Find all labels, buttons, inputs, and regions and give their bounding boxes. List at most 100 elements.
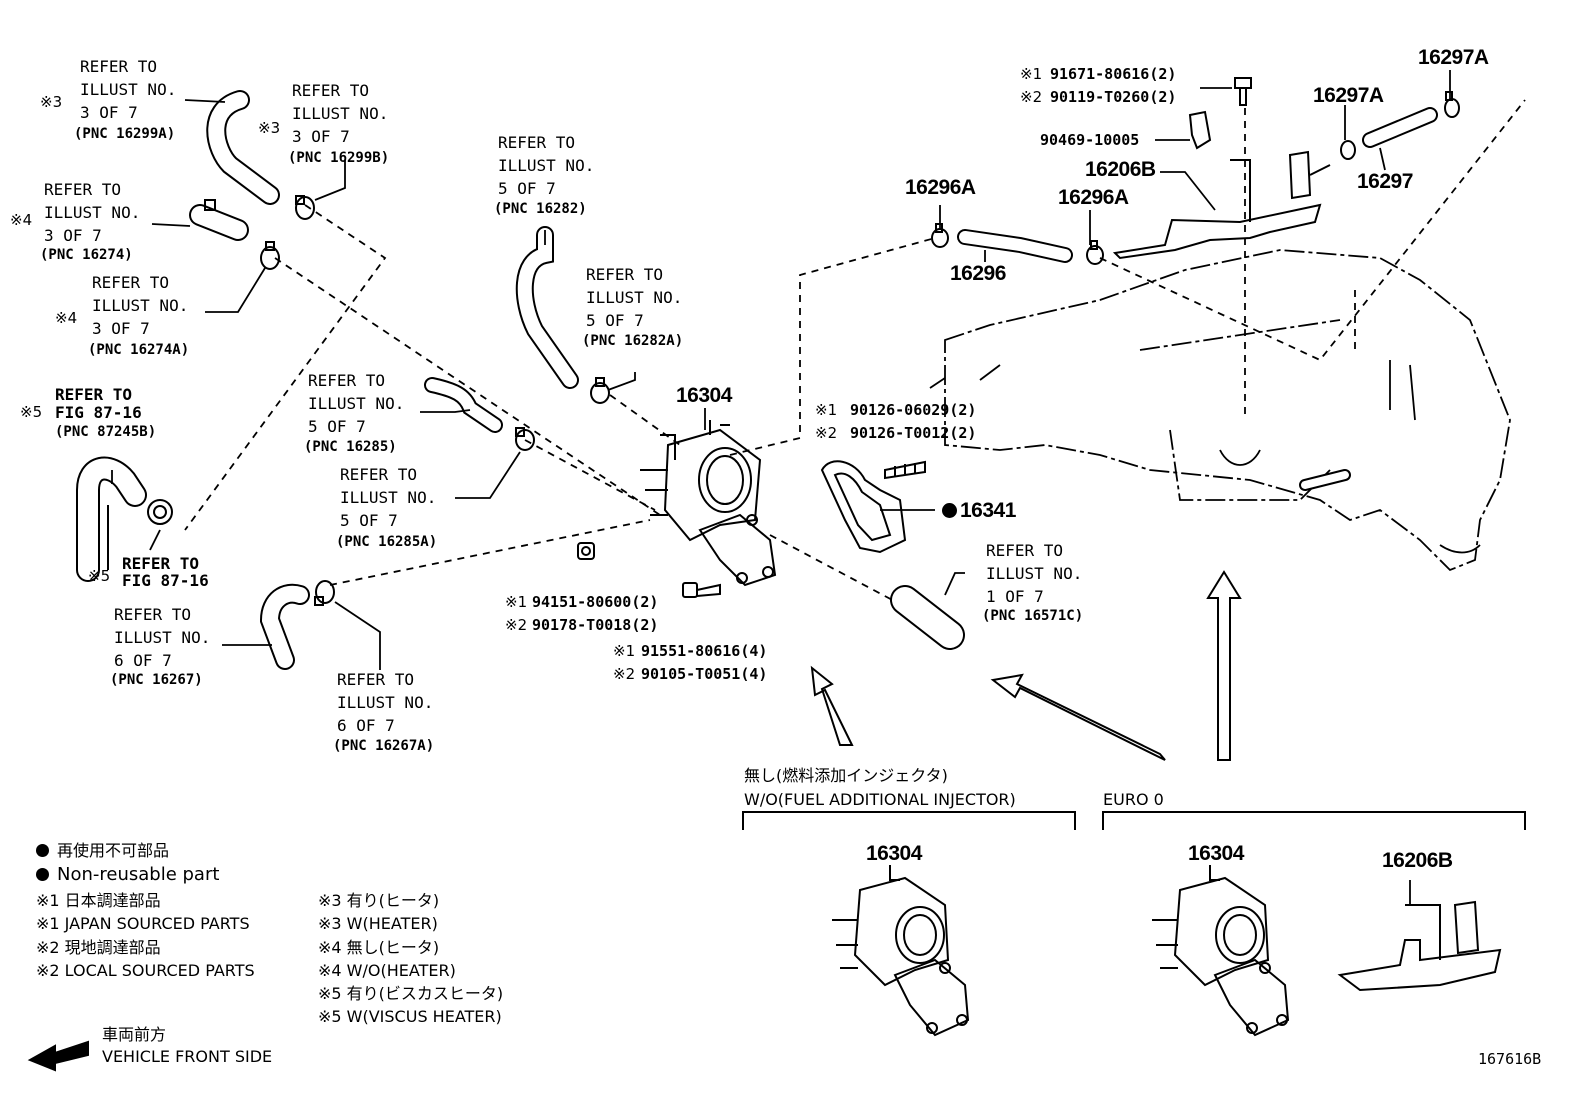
ref-16571C-pnc: (PNC 16571C) (982, 608, 1084, 624)
inset-wo-injector-jp: 無し(燃料添加インジェクタ) (744, 766, 948, 785)
legend-right-1: ※3 W(HEATER) (318, 914, 438, 933)
legend-front-jp: 車両前方 (102, 1025, 167, 1044)
clamp-16267A-shape (314, 580, 335, 606)
hose-16296-shape (957, 229, 1073, 263)
hose-16267-shape (259, 583, 310, 670)
non-reusable-bullet-icon (36, 844, 49, 857)
ref-16299B-pnc: (PNC 16299B) (288, 150, 390, 166)
ref-16267-line2: ILLUST NO. (114, 628, 211, 647)
inset-part-16206B: 16206B (1382, 849, 1453, 872)
hose-87245B-shape (76, 456, 147, 582)
bolt-top-shape (1234, 77, 1252, 106)
ref-16282-line2: ILLUST NO. (498, 156, 595, 175)
ref-16285-line1: REFER TO (308, 371, 386, 390)
part-16341: 16341 (942, 499, 1016, 523)
ref-16267-pnc: (PNC 16267) (110, 672, 203, 688)
bolt-pump-marker-2: ※2 (613, 665, 636, 683)
ref-16285A-line2: ILLUST NO. (340, 488, 437, 507)
clamp-16299B-shape (295, 195, 315, 220)
bolt-pump-shape (682, 582, 721, 598)
nut-marker-2: ※2 (505, 616, 528, 634)
ref-16267A-line3: 6 OF 7 (337, 716, 395, 735)
part-16297A-left: 16297A (1313, 84, 1384, 107)
legend-right-4: ※5 有り(ビスカスヒータ) (318, 984, 504, 1003)
ref-16282A-line2: ILLUST NO. (586, 288, 683, 307)
ref-16274A-line2: ILLUST NO. (92, 296, 189, 315)
ref-16299B-line2: ILLUST NO. (292, 104, 389, 123)
dashed-assembly-lines (184, 99, 1526, 621)
ref-87245B-line2: FIG 87-16 (55, 403, 142, 422)
marker-3-16299A: ※3 (40, 93, 63, 111)
part-90469-10005: 90469-10005 (1040, 131, 1140, 149)
marker-5-87245B: ※5 (20, 403, 43, 421)
hose-16285-shape (424, 377, 503, 433)
illustration-id: 167616B (1478, 1050, 1542, 1068)
stud-marker-1: ※1 (815, 401, 838, 419)
bolt-top-marker-2: ※2 (1020, 88, 1043, 106)
bolt-top-marker-1: ※1 (1020, 65, 1043, 83)
ref-16267A-line2: ILLUST NO. (337, 693, 434, 712)
ref-16571C-line3: 1 OF 7 (986, 587, 1044, 606)
clamp-16285A-shape (515, 427, 535, 451)
clamp-16296A-right-shape (1086, 240, 1104, 265)
ref-16299B-line3: 3 OF 7 (292, 127, 350, 146)
ref-16282A-line3: 5 OF 7 (586, 311, 644, 330)
nut-code-1: 94151-80600(2) (532, 593, 659, 611)
marker-4-16274A: ※4 (55, 309, 78, 327)
legend-front-en: VEHICLE FRONT SIDE (102, 1047, 273, 1066)
part-16304: 16304 (676, 384, 732, 407)
clamp-16274A-shape (260, 241, 280, 270)
ref-16274A-line3: 3 OF 7 (92, 319, 150, 338)
ref-16267-line1: REFER TO (114, 605, 192, 624)
inset-pump-b-shape (1152, 865, 1290, 1037)
hose-16274-shape (189, 199, 249, 241)
inset-part-16304-a: 16304 (866, 842, 922, 865)
legend-left-0: ※1 日本調達部品 (36, 891, 161, 910)
ref-fig87-line2: FIG 87-16 (122, 571, 209, 590)
inset-wo-injector-en: W/O(FUEL ADDITIONAL INJECTOR) (744, 790, 1016, 809)
ref-16282-line3: 5 OF 7 (498, 179, 556, 198)
stud-marker-2: ※2 (815, 424, 838, 442)
legend-left-3: ※2 LOCAL SOURCED PARTS (36, 961, 255, 980)
ref-16282-pnc: (PNC 16282) (494, 201, 587, 217)
legend-left-1: ※1 JAPAN SOURCED PARTS (36, 914, 250, 933)
hose-16299A-shape (206, 90, 280, 205)
inset-part-16304-b: 16304 (1188, 842, 1244, 865)
ref-16274A-pnc: (PNC 16274A) (88, 342, 190, 358)
marker-3-16299B: ※3 (258, 119, 281, 137)
legend-right-2: ※4 無し(ヒータ) (318, 938, 440, 957)
water-pump-16304-shape (640, 420, 777, 587)
nut-shape (577, 542, 595, 560)
clamp-16296A-left-shape (931, 223, 949, 248)
part-16296: 16296 (950, 262, 1006, 285)
part-16296A-left: 16296A (905, 176, 976, 199)
ref-16285-line3: 5 OF 7 (308, 417, 366, 436)
ref-16267-line3: 6 OF 7 (114, 651, 172, 670)
nut-code-2: 90178-T0018(2) (532, 616, 659, 634)
bracket-16206B-shape (1112, 150, 1331, 260)
bolt-pump-code-2: 90105-T0051(4) (641, 665, 768, 683)
ref-16299B-line1: REFER TO (292, 81, 370, 100)
stud-code-2: 90126-T0012(2) (850, 424, 977, 442)
engine-block-outline (944, 249, 1511, 572)
inset-bracket-16206B-shape (1337, 900, 1502, 992)
legend-nonreusable-jp-text: 再使用不可部品 (57, 841, 170, 860)
ref-fig87-line1: REFER TO (122, 554, 200, 573)
leader-lines (111, 70, 1451, 905)
ref-16299A-line2: ILLUST NO. (80, 80, 177, 99)
legend-nonreusable-en: Non-reusable part (36, 863, 219, 887)
non-reusable-bullet-icon (36, 868, 49, 881)
part-16296A-right: 16296A (1058, 186, 1129, 209)
ref-16285A-line3: 5 OF 7 (340, 511, 398, 530)
ref-16285A-line1: REFER TO (340, 465, 418, 484)
ref-16299A-line3: 3 OF 7 (80, 103, 138, 122)
gasket-16341-shape (820, 460, 907, 554)
ref-16267A-pnc: (PNC 16267A) (333, 738, 435, 754)
inset-pump-a-shape (832, 865, 970, 1037)
ref-16299A-pnc: (PNC 16299A) (74, 126, 176, 142)
vehicle-front-arrow-icon (27, 1040, 89, 1072)
inset-brackets (742, 811, 1526, 830)
nut-marker-1: ※1 (505, 593, 528, 611)
part-16341-label: 16341 (960, 499, 1016, 522)
